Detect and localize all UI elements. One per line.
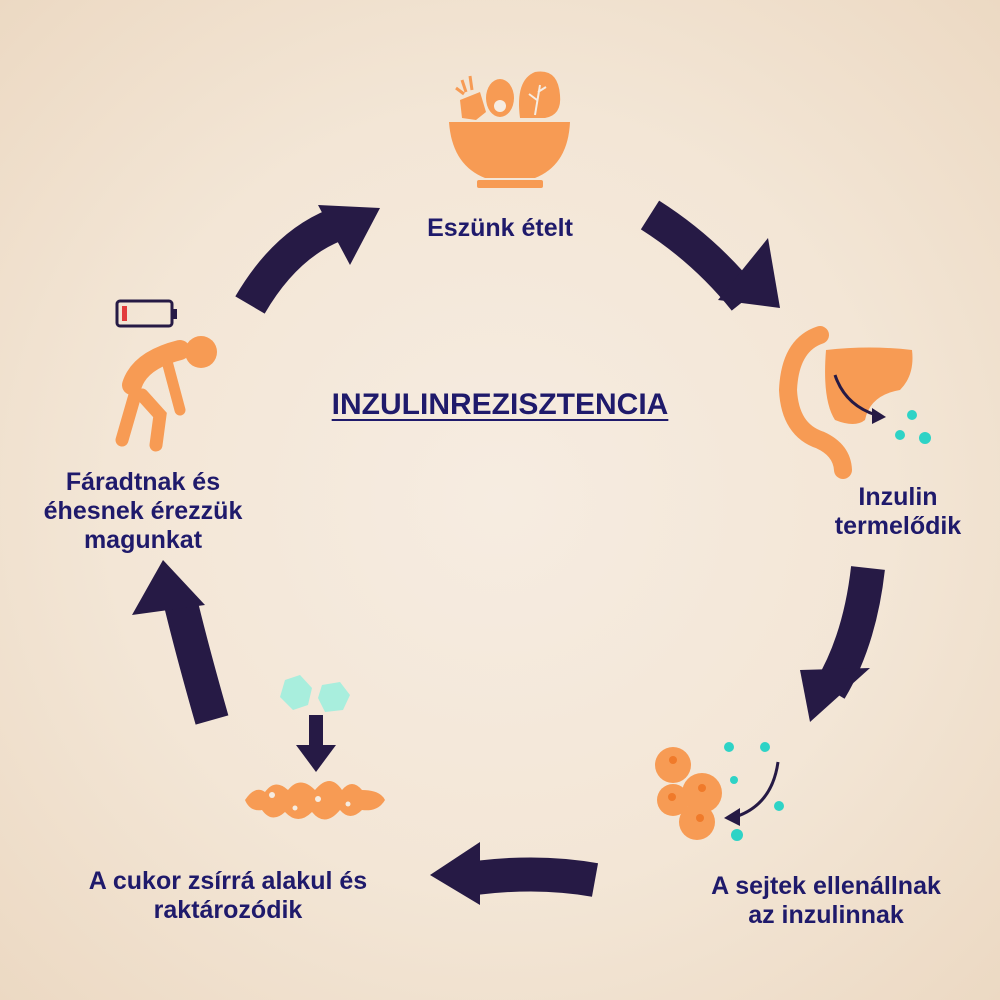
pancreas-icon — [778, 326, 931, 479]
arrow-fat-to-tired — [132, 560, 229, 725]
sugar-to-fat-icon — [245, 675, 385, 820]
label-line: Eszünk ételt — [427, 214, 573, 242]
step-label-eat: Eszünk ételt — [427, 214, 573, 243]
battery-low-icon — [115, 299, 177, 328]
step-label-tired: Fáradtnak és éhesnek érezzük magunkat — [44, 468, 243, 555]
step-label-insulin: Inzulin termelődik — [835, 483, 961, 541]
label-line: termelődik — [834, 512, 962, 540]
arrow-food-to-pancreas — [640, 200, 780, 311]
label-line: A sejtek ellenállnak — [711, 872, 941, 900]
salad-bowl-icon — [449, 71, 570, 188]
label-line: Inzulin — [858, 483, 938, 511]
cells-icon — [655, 742, 784, 841]
label-line: éhesnek érezzük — [43, 497, 243, 525]
step-label-cells: A sejtek ellenállnak az inzulinnak — [711, 872, 941, 930]
diagram-title: INZULINREZISZTENCIA — [331, 388, 669, 421]
label-line: Fáradtnak és — [65, 468, 221, 496]
step-label-fat: A cukor zsírrá alakul és raktározódik — [89, 867, 367, 925]
arrow-pancreas-to-cells — [800, 566, 885, 722]
label-line: A cukor zsírrá alakul és — [88, 867, 368, 895]
label-line: raktározódik — [153, 896, 303, 924]
arrow-cells-to-fat — [430, 842, 599, 905]
label-line: az inzulinnak — [748, 901, 904, 929]
arrow-tired-to-food — [235, 205, 380, 314]
label-line: magunkat — [83, 526, 203, 554]
tired-person-icon — [115, 336, 217, 452]
